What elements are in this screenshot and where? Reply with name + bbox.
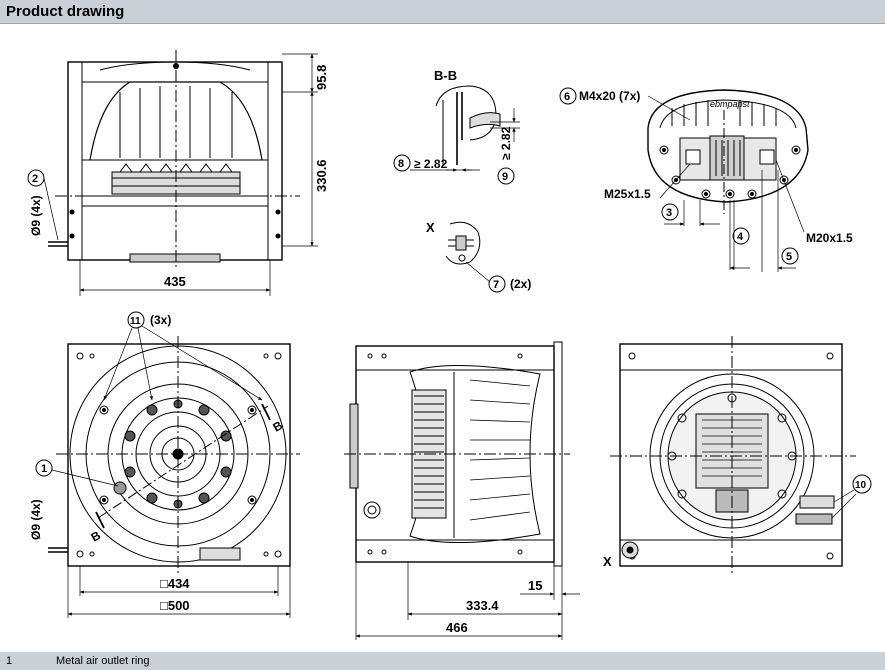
- front-view: [35, 311, 300, 618]
- hole-label-bottom: Ø9 (4x): [29, 499, 43, 540]
- section-bb-label: B-B: [434, 68, 457, 83]
- dim-500: □500: [160, 598, 190, 613]
- thread-m20-label: M20x1.5: [806, 231, 853, 245]
- product-drawing: 95.8 330.6 435 Ø9 (4x) 2 B-B ≥ 2.82 ≥ 2.…: [27, 50, 872, 640]
- callout-7-count: (2x): [510, 277, 531, 291]
- legend-number: 1: [6, 655, 13, 667]
- motor-electronics-view: [559, 87, 809, 272]
- callout-6: 6: [564, 91, 570, 103]
- dim-2-82-b: ≥ 2.82: [499, 126, 513, 160]
- dim-330-6: 330.6: [314, 159, 329, 192]
- detail-x-mark: X: [603, 554, 612, 569]
- callout-11: 11: [130, 316, 141, 327]
- callout-10: 10: [855, 480, 867, 491]
- dim-15: 15: [528, 578, 542, 593]
- brand-logo: ebmpapst: [710, 99, 750, 109]
- dim-333-4: 333.4: [466, 598, 499, 613]
- dim-95-8: 95.8: [314, 65, 329, 90]
- side-view-top: [27, 50, 318, 296]
- thread-m4x20-label: M4x20 (7x): [579, 89, 640, 103]
- dim-466: 466: [446, 620, 468, 635]
- callout-8: 8: [398, 158, 404, 170]
- dim-2-82-a: ≥ 2.82: [414, 157, 448, 171]
- legend-text: Metal air outlet ring: [56, 655, 150, 667]
- rear-view: [610, 336, 872, 574]
- callout-2: 2: [32, 173, 38, 185]
- section-title: Product drawing: [6, 3, 125, 20]
- thread-m25-label: M25x1.5: [604, 187, 651, 201]
- callout-11-count: (3x): [150, 313, 171, 327]
- callout-4: 4: [737, 231, 744, 243]
- callout-5: 5: [786, 251, 792, 263]
- detail-x-label: X: [426, 220, 435, 235]
- callout-9: 9: [502, 171, 508, 183]
- section-mark-b-top: B: [271, 418, 286, 435]
- section-bb-detail: [393, 85, 520, 293]
- callout-7: 7: [493, 279, 499, 291]
- dim-435: 435: [164, 274, 186, 289]
- legend-footer: 1 Metal air outlet ring: [0, 652, 885, 670]
- hole-label-top: Ø9 (4x): [29, 195, 43, 236]
- callout-1: 1: [41, 463, 47, 475]
- callout-3: 3: [666, 207, 672, 219]
- section-header: Product drawing: [0, 0, 885, 24]
- side-view-bottom: [344, 341, 580, 640]
- dim-434: □434: [160, 576, 190, 591]
